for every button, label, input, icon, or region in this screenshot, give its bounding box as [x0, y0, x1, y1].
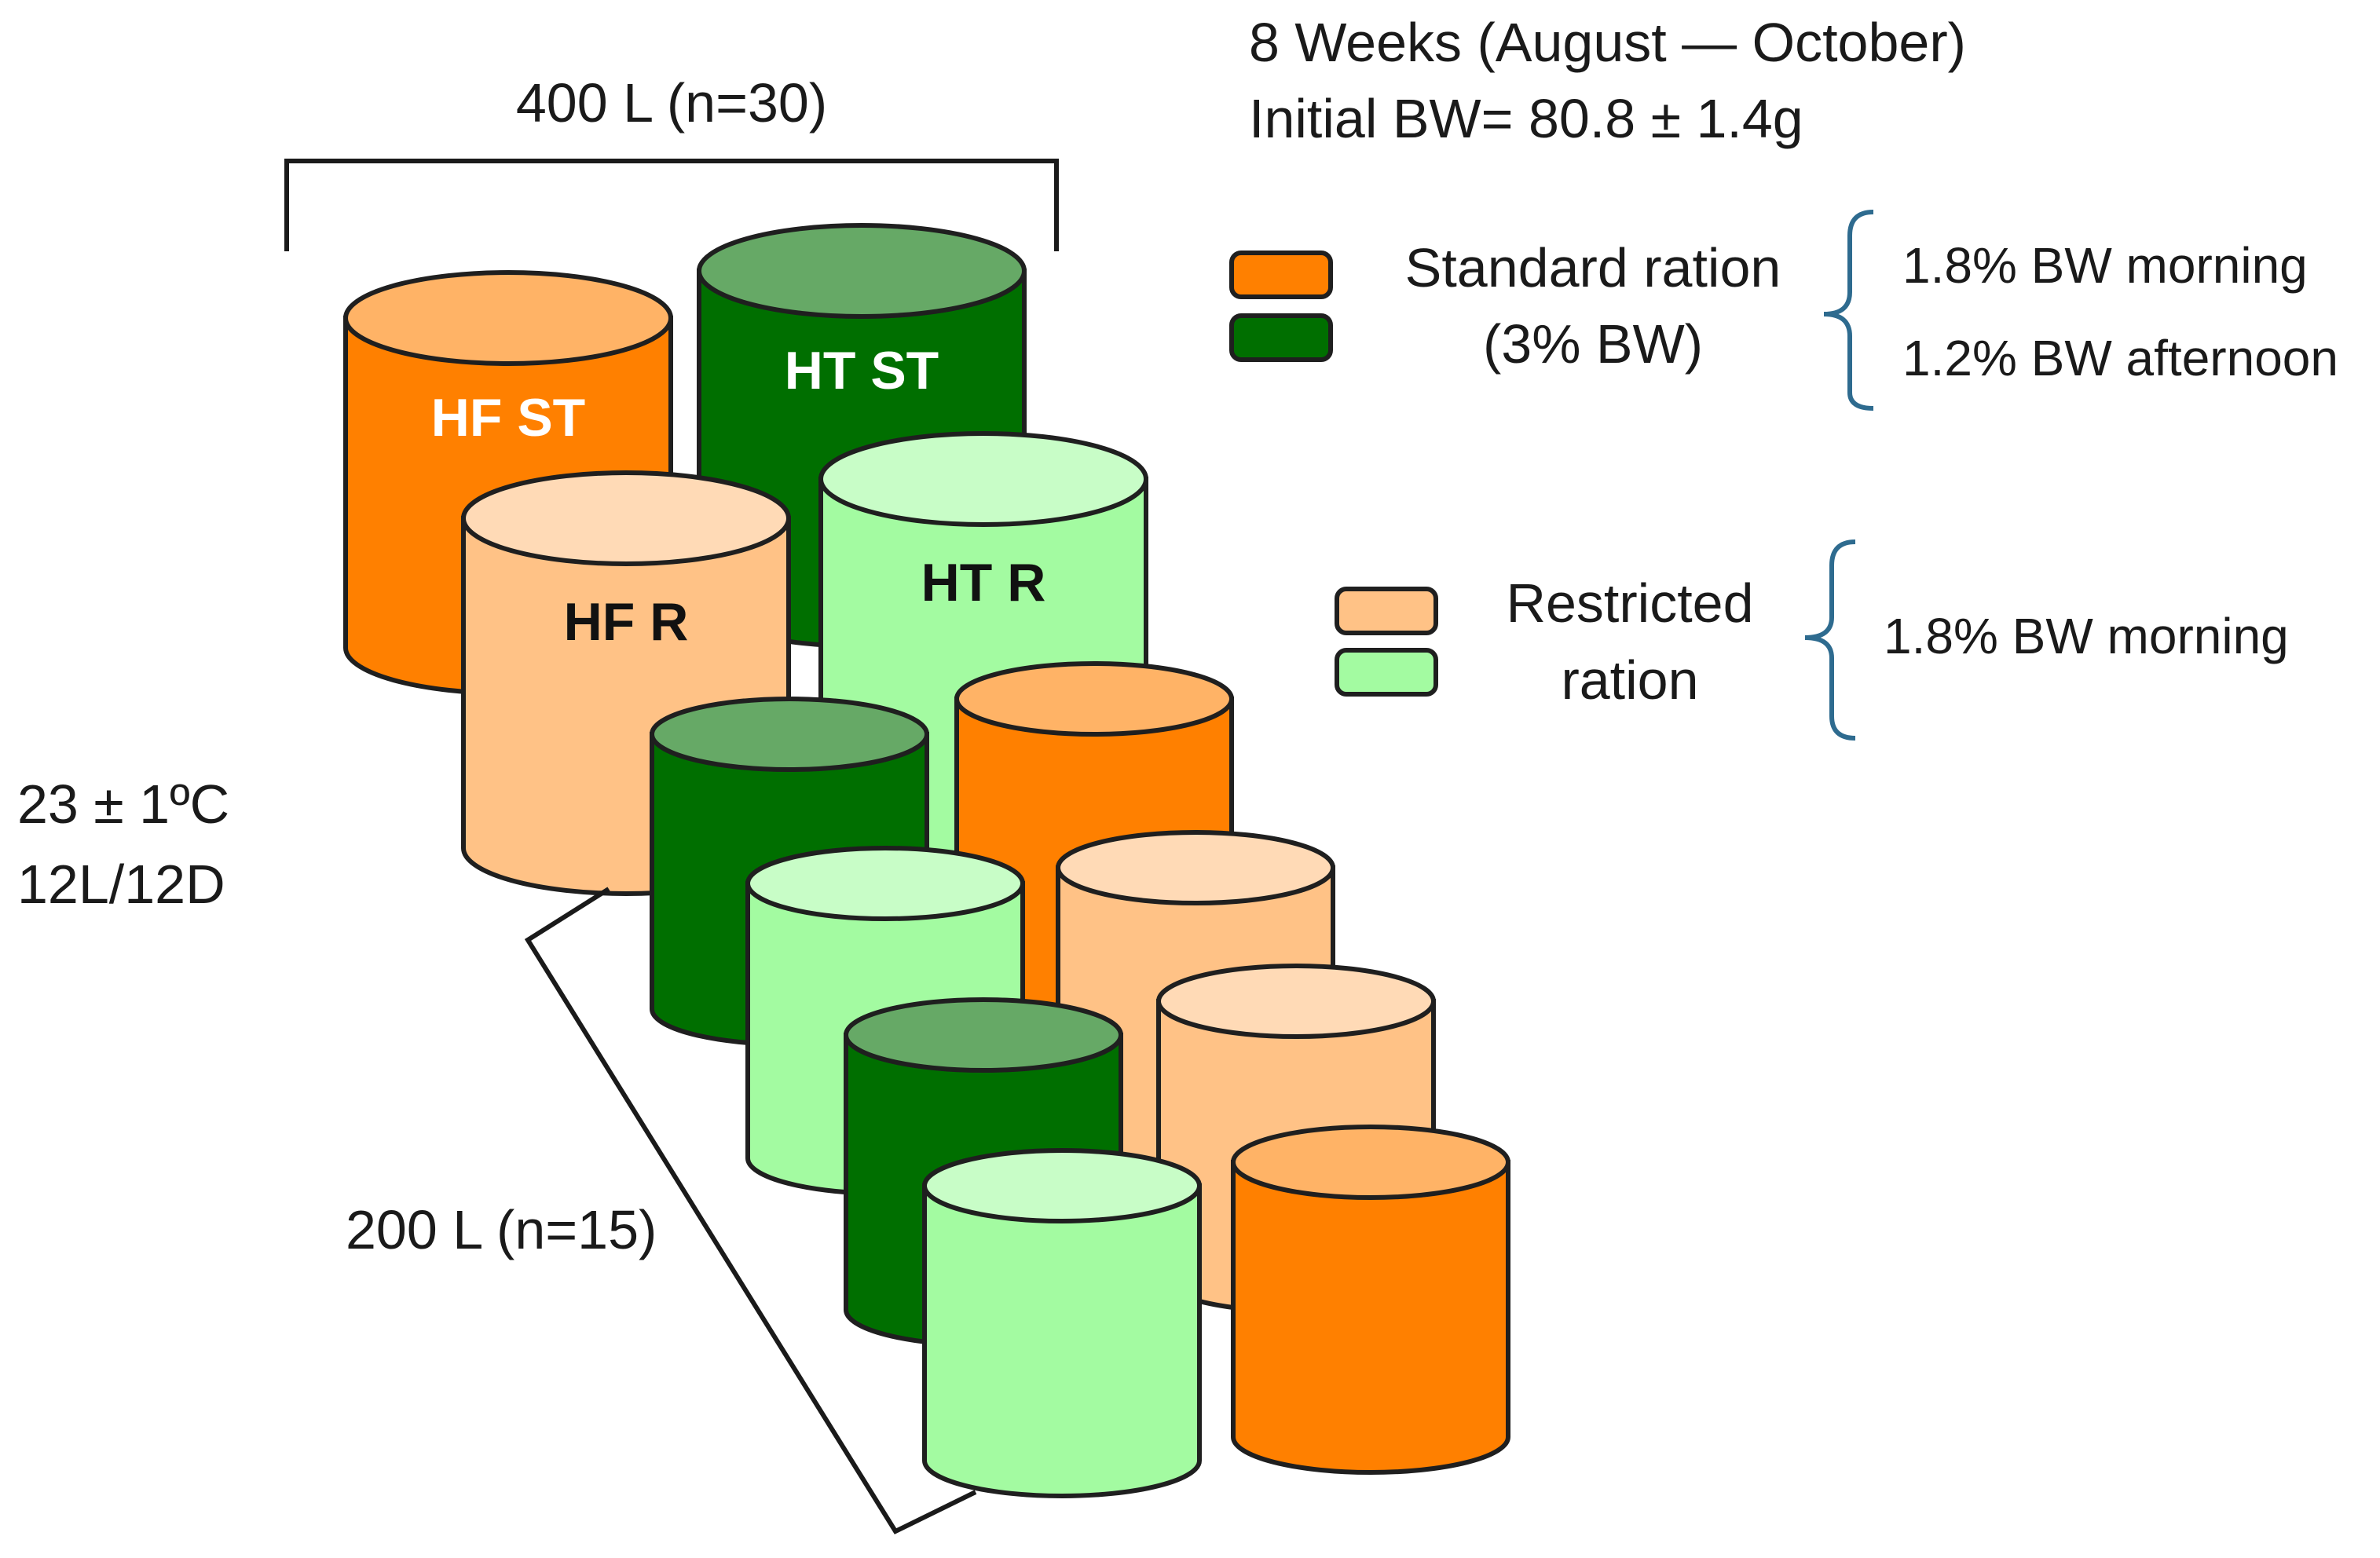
small-tank-4-top: [1056, 830, 1335, 905]
legend-swatch-restricted-ht: [1335, 648, 1438, 697]
large-tank-3-label: HF R: [564, 592, 689, 652]
legend-restricted-detail-1: 1.8% BW morning: [1884, 608, 2289, 664]
small-tank-bracket: [524, 887, 977, 1534]
legend-restricted-line2: ration: [1561, 649, 1698, 711]
small-tank-7-top: [922, 1148, 1202, 1223]
legend-swatch-standard-hf: [1229, 251, 1333, 299]
large-tank-1-top: [343, 270, 673, 366]
photoperiod-text: 12L/12D: [17, 854, 225, 915]
small-tank-7-body: [922, 1183, 1202, 1498]
small-tank-3-top: [745, 846, 1025, 921]
legend-restricted-line1: Restricted: [1506, 572, 1753, 634]
small-tank-volume-label: 200 L (n=15): [346, 1199, 657, 1260]
legend-swatch-standard-ht: [1229, 313, 1333, 362]
large-tank-3-top: [461, 470, 791, 566]
legend-swatch-restricted-hf: [1335, 587, 1438, 635]
legend-standard-line2: (3% BW): [1483, 313, 1703, 375]
legend-restricted: Restricted ration 1.8% BW morning: [1335, 539, 2289, 741]
initial-bw-text: Initial BW= 80.8 ± 1.4g: [1249, 88, 1803, 149]
small-tank-6-top: [1156, 964, 1436, 1039]
legend-standard-brace: [1823, 210, 1874, 411]
small-tank-8: [1231, 1125, 1510, 1475]
large-tank-2-top: [697, 223, 1027, 319]
small-tank-1-top: [650, 697, 929, 772]
duration-text: 8 Weeks (August — October): [1249, 12, 1966, 73]
small-tank-7: [922, 1148, 1202, 1498]
legend-standard-detail-1: 1.8% BW morning: [1902, 237, 2308, 294]
temperature-text: 23 ± 1ºC: [17, 774, 229, 835]
legend-standard-detail-2: 1.2% BW afternoon: [1902, 330, 2338, 386]
legend-standard-line1: Standard ration: [1405, 237, 1781, 298]
small-tank-8-top: [1231, 1125, 1510, 1200]
large-tank-bracket: [284, 159, 1059, 251]
small-tank-2-top: [954, 661, 1234, 737]
legend-standard: Standard ration (3% BW) 1.8% BW morning …: [1229, 210, 2338, 411]
legend-restricted-brace: [1804, 539, 1856, 741]
tanks-group: HF ST HT ST HF R HT R: [343, 223, 1510, 1498]
small-tank-8-body: [1231, 1160, 1510, 1475]
large-tank-volume-label: 400 L (n=30): [516, 72, 827, 133]
large-tank-1-label: HF ST: [431, 388, 585, 448]
small-tank-5-top: [844, 997, 1123, 1073]
large-tank-4-top: [818, 431, 1148, 527]
large-tank-2-label: HT ST: [785, 341, 939, 400]
large-tank-4-label: HT R: [921, 553, 1046, 613]
